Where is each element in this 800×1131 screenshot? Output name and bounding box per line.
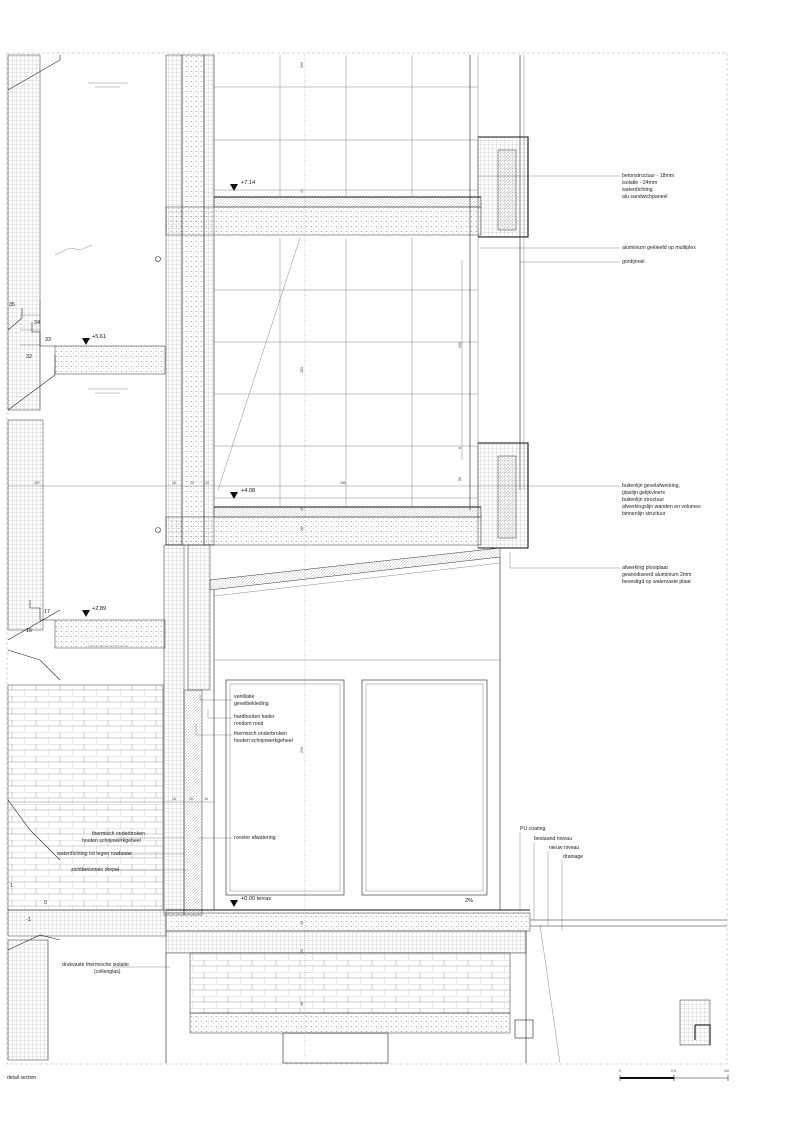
dim-200-top: 200 (300, 62, 304, 68)
annotation-drain-grate: rooster afwatering (234, 835, 276, 841)
annotation-concrete-structure: betonstructuur - 18mm isolatie - 24mm wa… (622, 173, 674, 200)
facade-cassette-lower (477, 442, 529, 549)
level-marker-000: +0.00 terras (230, 896, 271, 907)
dim-257: 257 (34, 481, 40, 485)
level-label-714: +7.14 (241, 180, 255, 186)
dim-50: 50 (458, 477, 462, 481)
svg-text:binnenlijn structuur: binnenlijn structuur (622, 511, 666, 517)
dim-283: 283 (300, 367, 304, 373)
dim-200-right: 200 (458, 342, 462, 348)
ground-floor-glazing (187, 544, 501, 910)
level-marker-289: +2.89 (82, 606, 106, 617)
dim-15: 15 (300, 507, 304, 511)
level-label-000: +0.00 terras (241, 896, 271, 902)
stair-number-0: 0 (44, 900, 47, 906)
svg-text:buitenlijn structuur: buitenlijn structuur (622, 497, 664, 503)
svg-text:buitenlijn gevelafwerking,: buitenlijn gevelafwerking, (622, 483, 680, 489)
dim-16b: 16 (172, 797, 176, 801)
svg-text:afwerkingslijn wanden en volum: afwerkingslijn wanden en volumes (622, 504, 701, 510)
scale-0: 0 (619, 1069, 621, 1073)
svg-text:waterdichting: waterdichting (622, 187, 653, 193)
annotation-ventilation: ventilatie gevelbekleding (234, 694, 269, 707)
level-label-561: +5.61 (92, 334, 106, 340)
stair-number-16: 16 (26, 628, 32, 634)
annotation-curtain-rail: gordijnrail (622, 259, 645, 265)
annotation-thermal-joinery-left: thermisch onderbroken houten schrijnwerk… (82, 831, 145, 844)
svg-text:alu sandwichpaneel: alu sandwichpaneel (622, 194, 668, 200)
slab-middle (165, 506, 482, 546)
svg-text:rondom rond: rondom rond (234, 721, 264, 727)
svg-text:thermisch onderbroken: thermisch onderbroken (92, 831, 145, 837)
key-plan (679, 999, 711, 1046)
caption: detail section (7, 1075, 36, 1081)
existing-staircase (7, 54, 167, 1061)
slope-percentage: 2% (465, 898, 473, 904)
dim-41: 41 (300, 189, 304, 193)
svg-text:houten schrijnwerkgeheel: houten schrijnwerkgeheel (82, 838, 141, 844)
svg-text:thermisch onderbroken: thermisch onderbroken (234, 731, 287, 737)
annotation-existing-level: bestaand niveau (534, 836, 572, 842)
annotation-outer-line: buitenlijn gevelafwerking, glaslijn geli… (622, 483, 701, 517)
dim-28: 28 (300, 527, 304, 531)
dim-38: 38 (300, 1002, 304, 1006)
dim-20: 20 (300, 949, 304, 953)
leader-lines (112, 175, 620, 968)
dim-16a: 16 (172, 481, 176, 485)
level-marker-561: +5.61 (82, 334, 106, 345)
facade-cassette-upper (477, 136, 529, 238)
stair-number-32: 32 (26, 354, 32, 360)
svg-text:houten schrijnwerkgeheel: houten schrijnwerkgeheel (234, 738, 293, 744)
annotation-new-level: nieuw niveau (549, 845, 579, 851)
annotation-waterproofing: waterdichting tot tegen ruwbouw (57, 851, 132, 857)
terrace-floor (165, 909, 727, 1064)
svg-text:gevelbekleding: gevelbekleding (234, 701, 269, 707)
stair-number-34: 34 (34, 320, 40, 326)
dim-8: 8 (458, 447, 462, 449)
dim-16c: 16 (204, 797, 208, 801)
annotation-drainage: drainage (563, 854, 583, 860)
scale-05: 0.5 (671, 1069, 676, 1073)
svg-text:(cellenglas): (cellenglas) (94, 969, 121, 975)
stair-number-33: 33 (45, 337, 51, 343)
level-label-289: +2.89 (92, 606, 106, 612)
dim-15b: 15 (300, 921, 304, 925)
level-marker-714: +7.14 (230, 180, 255, 191)
svg-text:ventilatie: ventilatie (234, 694, 255, 700)
annotation-foamglass-insulation: drukvaste thermische isolatie (cellengla… (62, 962, 129, 975)
annotation-hardwood-frame: hardhouten kader rondom rond (234, 714, 275, 727)
annotation-thermal-joinery-mid: thermisch onderbroken houten schrijnwerk… (234, 731, 293, 744)
dim-10a: 10 (190, 481, 194, 485)
svg-text:glaslijn gelijkvloers: glaslijn gelijkvloers (622, 490, 665, 496)
svg-text:isolatie - 24mm: isolatie - 24mm (622, 180, 657, 186)
upper-glazing-grid (213, 55, 525, 510)
scale-1m: 1m (724, 1069, 729, 1073)
annotation-pu-coating: PU coating (520, 826, 545, 832)
svg-text:bevestigd op watervaste plaat: bevestigd op watervaste plaat (622, 579, 691, 585)
svg-text:hardhouten kader: hardhouten kader (234, 714, 275, 720)
svg-text:betonstructuur - 18mm: betonstructuur - 18mm (622, 173, 674, 179)
annotation-fold-plate: afwerking plooiplaat geanodiseerd alumin… (622, 565, 692, 585)
stair-number-1: 1 (10, 883, 13, 889)
stair-number-minus-1: -1 (26, 917, 31, 923)
svg-text:drukvaste thermische isolatie: drukvaste thermische isolatie (62, 962, 129, 968)
level-marker-408: +4.08 (230, 488, 255, 499)
dimension-lines (8, 55, 480, 1060)
level-label-408: +4.08 (241, 488, 255, 494)
dim-10b: 10 (205, 481, 209, 485)
annotation-concrete-sill: zichtbetonnen dorpel (71, 867, 119, 873)
annotation-aluminium-multiplex: aluminium gekleefd op multiplex (622, 245, 696, 251)
slab-upper (165, 196, 482, 236)
dim-10c: 10 (189, 797, 193, 801)
dim-285: 285 (340, 481, 346, 485)
stair-number-35: 35 (9, 302, 15, 308)
stair-number-17: 17 (44, 609, 50, 615)
load-bearing-wall (155, 54, 215, 916)
scale-bar (619, 1075, 729, 1081)
dim-231: 231 (300, 747, 304, 753)
svg-text:afwerking plooiplaat: afwerking plooiplaat (622, 565, 668, 571)
drawing-frame (6, 52, 728, 1065)
svg-text:geanodiseerd aluminium 2mm: geanodiseerd aluminium 2mm (622, 572, 692, 578)
